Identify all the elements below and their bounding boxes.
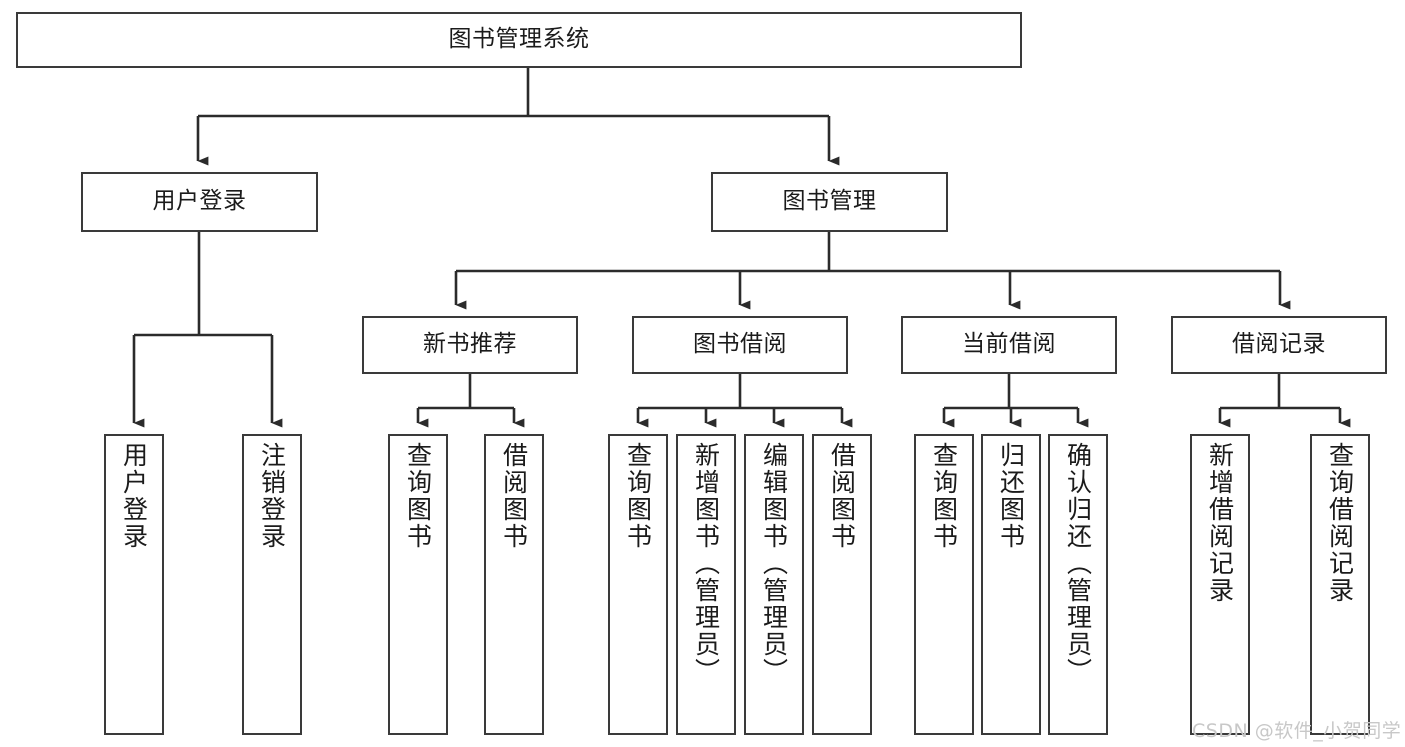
node-label: 查询图书 [403, 442, 433, 550]
node-new-book-recommend[interactable]: 新书推荐 [362, 316, 578, 374]
node-label: 查询图书 [929, 442, 959, 550]
node-leaf-add-book[interactable]: 新增图书（管理员） [676, 434, 736, 735]
node-book-borrow[interactable]: 图书借阅 [632, 316, 848, 374]
node-label: 新增图书（管理员） [691, 442, 721, 685]
node-label: 借阅记录 [1232, 331, 1326, 358]
node-label: 用户登录 [119, 442, 149, 550]
node-label: 新增借阅记录 [1205, 442, 1235, 604]
node-label: 查询借阅记录 [1325, 442, 1355, 604]
node-leaf-query-record[interactable]: 查询借阅记录 [1310, 434, 1370, 735]
node-borrow-record[interactable]: 借阅记录 [1171, 316, 1387, 374]
csdn-watermark: CSDN @软件_小贺同学 [1192, 720, 1402, 742]
node-leaf-return-book[interactable]: 归还图书 [981, 434, 1041, 735]
node-leaf-user-login[interactable]: 用户登录 [104, 434, 164, 735]
node-user-login[interactable]: 用户登录 [81, 172, 318, 232]
node-label: 确认归还（管理员） [1063, 442, 1093, 685]
node-label: 编辑图书（管理员） [759, 442, 789, 685]
node-leaf-confirm-return[interactable]: 确认归还（管理员） [1048, 434, 1108, 735]
node-leaf-query-book-1[interactable]: 查询图书 [388, 434, 448, 735]
node-leaf-query-book-3[interactable]: 查询图书 [914, 434, 974, 735]
node-label: 借阅图书 [827, 442, 857, 550]
node-label: 新书推荐 [423, 331, 517, 358]
node-label: 借阅图书 [499, 442, 529, 550]
node-label: 图书借阅 [693, 331, 787, 358]
node-book-manage[interactable]: 图书管理 [711, 172, 948, 232]
node-label: 图书管理 [782, 188, 877, 215]
node-label: 归还图书 [996, 442, 1026, 550]
node-leaf-user-logout[interactable]: 注销登录 [242, 434, 302, 735]
node-label: 用户登录 [152, 188, 247, 215]
node-label: 图书管理系统 [448, 26, 590, 53]
node-leaf-query-book-2[interactable]: 查询图书 [608, 434, 668, 735]
node-leaf-edit-book[interactable]: 编辑图书（管理员） [744, 434, 804, 735]
node-root[interactable]: 图书管理系统 [16, 12, 1022, 68]
node-current-borrow[interactable]: 当前借阅 [901, 316, 1117, 374]
node-leaf-add-record[interactable]: 新增借阅记录 [1190, 434, 1250, 735]
node-leaf-borrow-book-2[interactable]: 借阅图书 [812, 434, 872, 735]
node-label: 注销登录 [257, 442, 287, 550]
node-label: 查询图书 [623, 442, 653, 550]
node-label: 当前借阅 [962, 331, 1056, 358]
node-leaf-borrow-book-1[interactable]: 借阅图书 [484, 434, 544, 735]
